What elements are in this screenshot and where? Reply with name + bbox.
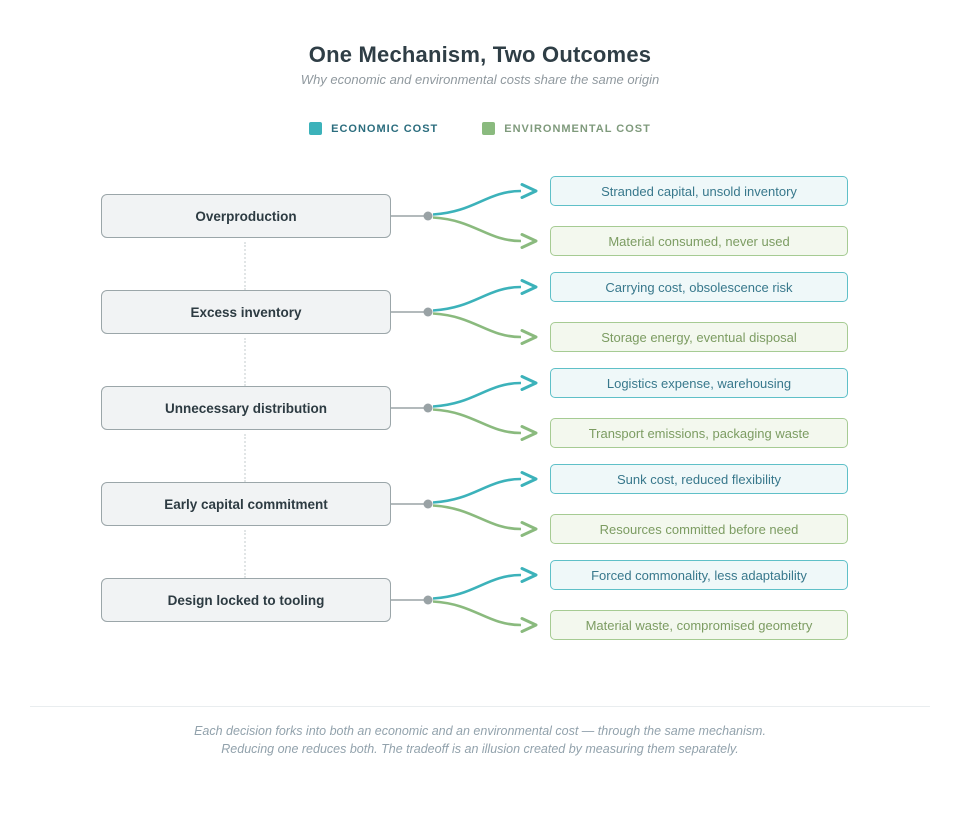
fork-connector-icon [391, 279, 538, 345]
legend-label-economic: ECONOMIC COST [331, 122, 439, 135]
fork-connector-icon [391, 471, 538, 537]
footer-note: Each decision forks into both an economi… [0, 722, 960, 758]
flow-row: Early capital commitment Sunk cost, redu… [0, 456, 960, 578]
diagram-title: One Mechanism, Two Outcomes [308, 42, 652, 67]
source-node: Early capital commitment [101, 482, 391, 526]
environmental-outcome-node: Storage energy, eventual disposal [550, 322, 848, 352]
environmental-color-swatch-icon [482, 122, 496, 135]
economic-outcome-node: Stranded capital, unsold inventory [550, 176, 848, 206]
flow-row: Overproduction Stranded capital, unsold … [0, 168, 960, 290]
source-node: Unnecessary distribution [101, 386, 391, 430]
legend-item-economic: ECONOMIC COST [309, 122, 438, 135]
environmental-outcome-node: Transport emissions, packaging waste [550, 418, 848, 448]
fork-connector-icon [391, 567, 538, 633]
diagram-subtitle: Why economic and environmental costs sha… [300, 72, 660, 87]
economic-outcome-node: Sunk cost, reduced flexibility [550, 464, 848, 494]
legend: ECONOMIC COST ENVIRONMENTAL COST [0, 122, 960, 135]
flow-row: Excess inventory Carrying cost, obsolesc… [0, 264, 960, 386]
footer-line-1: Each decision forks into both an economi… [194, 724, 766, 738]
economic-outcome-node: Forced commonality, less adaptability [550, 560, 848, 590]
row-link-dotted-line [244, 338, 246, 386]
environmental-outcome-node: Material waste, compromised geometry [550, 610, 848, 640]
economic-outcome-node: Carrying cost, obsolescence risk [550, 272, 848, 302]
source-node: Excess inventory [101, 290, 391, 334]
source-node: Overproduction [101, 194, 391, 238]
fork-diagram: Overproduction Stranded capital, unsold … [0, 168, 960, 698]
footer-divider [30, 706, 930, 707]
footer-line-2: Reducing one reduces both. The tradeoff … [221, 742, 739, 756]
economic-color-swatch-icon [309, 122, 323, 135]
flow-row: Design locked to tooling Forced commonal… [0, 552, 960, 648]
economic-outcome-node: Logistics expense, warehousing [550, 368, 848, 398]
legend-label-environmental: ENVIRONMENTAL COST [504, 122, 651, 135]
row-link-dotted-line [244, 242, 246, 290]
legend-item-environmental: ENVIRONMENTAL COST [482, 122, 651, 135]
row-link-dotted-line [244, 434, 246, 482]
fork-connector-icon [391, 375, 538, 441]
fork-connector-icon [391, 183, 538, 249]
source-node: Design locked to tooling [101, 578, 391, 622]
environmental-outcome-node: Material consumed, never used [550, 226, 848, 256]
environmental-outcome-node: Resources committed before need [550, 514, 848, 544]
flow-row: Unnecessary distribution Logistics expen… [0, 360, 960, 482]
row-link-dotted-line [244, 530, 246, 578]
